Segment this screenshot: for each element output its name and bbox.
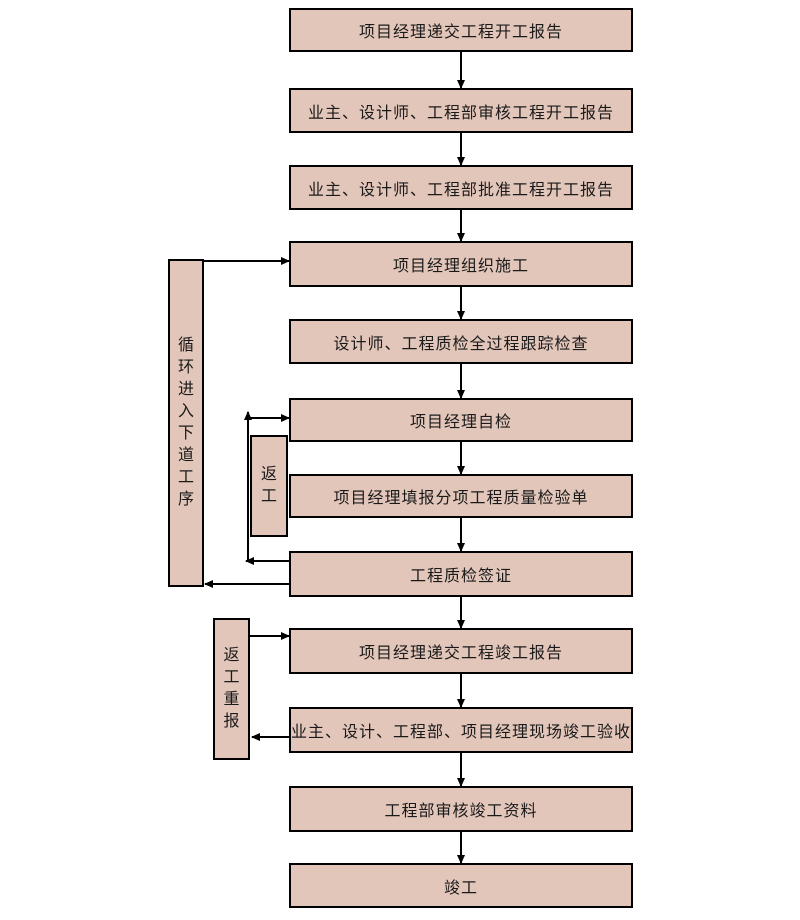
node-process-track-inspection: 设计师、工程质检全过程跟踪检查 [289, 319, 633, 364]
node-organize-construction: 项目经理组织施工 [289, 241, 633, 287]
node-review-completion-docs: 工程部审核竣工资料 [289, 786, 633, 832]
node-loop-next-process: 循环进入下道工序 [168, 259, 204, 587]
node-label: 项目经理递交工程开工报告 [358, 24, 563, 41]
node-label: 返工 [260, 466, 277, 505]
node-rework-resubmit: 返工重报 [213, 618, 250, 760]
node-label: 工程质检签证 [409, 568, 512, 585]
node-quality-sign-off: 工程质检签证 [289, 551, 633, 597]
node-fill-quality-form: 项目经理填报分项工程质量检验单 [289, 474, 633, 518]
node-label: 业主、设计、工程部、项目经理现场竣工验收 [291, 724, 632, 741]
node-label: 业主、设计师、工程部批准工程开工报告 [307, 181, 614, 199]
node-site-acceptance: 业主、设计、工程部、项目经理现场竣工验收 [289, 707, 633, 753]
node-approve-start-report: 业主、设计师、工程部批准工程开工报告 [289, 165, 633, 210]
node-label: 项目经理填报分项工程质量检验单 [333, 490, 589, 507]
node-label: 项目经理自检 [409, 414, 512, 431]
node-label: 工程部审核竣工资料 [384, 803, 538, 820]
node-label: 设计师、工程质检全过程跟踪检查 [333, 335, 589, 353]
node-completion: 竣工 [289, 863, 633, 908]
node-label: 业主、设计师、工程部审核工程开工报告 [307, 104, 614, 122]
node-label: 循环进入下道工序 [177, 337, 194, 508]
node-self-inspection: 项目经理自检 [289, 398, 633, 442]
node-label: 项目经理递交工程竣工报告 [358, 645, 563, 662]
node-label: 项目经理组织施工 [392, 258, 529, 275]
node-review-start-report: 业主、设计师、工程部审核工程开工报告 [289, 88, 633, 133]
node-submit-completion-report: 项目经理递交工程竣工报告 [289, 628, 633, 674]
node-label: 竣工 [443, 879, 478, 897]
node-rework: 返工 [250, 435, 288, 537]
node-submit-start-report: 项目经理递交工程开工报告 [289, 8, 633, 52]
node-label: 返工重报 [223, 647, 240, 730]
